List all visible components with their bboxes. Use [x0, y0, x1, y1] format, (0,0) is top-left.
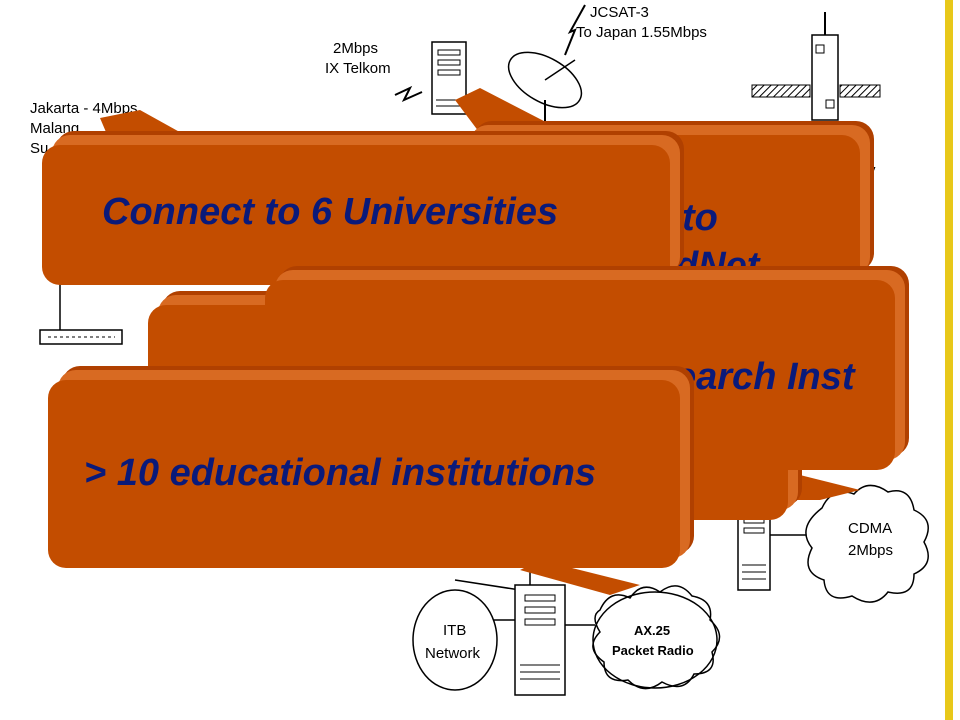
ax25-label: AX.25: [634, 623, 671, 638]
jakarta-label: Jakarta - 4Mbps: [30, 100, 138, 117]
callout-box: > 10 educational institutions: [48, 380, 680, 568]
callout-text: earch Inst: [675, 356, 855, 398]
itb-label: ITB: [443, 622, 467, 639]
lightning-bolt-icon: [564, 4, 586, 56]
callout-tail: [520, 560, 640, 595]
japan-link-label: To Japan 1.55Mbps: [576, 24, 707, 41]
server-icon: [514, 584, 566, 696]
bandwidth-label: 2Mbps: [333, 40, 379, 57]
partial-right-label: y: [868, 162, 876, 179]
jcsat-label: JCSAT-3: [590, 4, 649, 21]
ax25-cloud: [592, 591, 718, 689]
ix-telkom-label: IX Telkom: [325, 60, 391, 77]
packet-radio-label: Packet Radio: [612, 643, 694, 658]
itb-network-cloud: [412, 589, 498, 691]
network-switch-icon: [39, 329, 123, 345]
cdma-bandwidth-label: 2Mbps: [848, 542, 894, 559]
callout-text: Connect to 6 Universities: [102, 191, 559, 233]
ax25-cloud-bumps: [592, 585, 721, 690]
satellite-dish-icon: [507, 51, 583, 125]
cdma-label: CDMA: [848, 520, 893, 537]
itb-network-label: Network: [425, 645, 481, 662]
callout-box: Connect to 6 Universities: [42, 145, 670, 285]
cdma-cloud: [805, 484, 929, 603]
accent-bar: [945, 0, 953, 720]
callout-text: > 10 educational institutions: [84, 452, 597, 494]
satellite-icon: [751, 12, 881, 121]
malang-label: Malang: [30, 120, 80, 137]
lightning-bolt-icon: [394, 85, 423, 103]
